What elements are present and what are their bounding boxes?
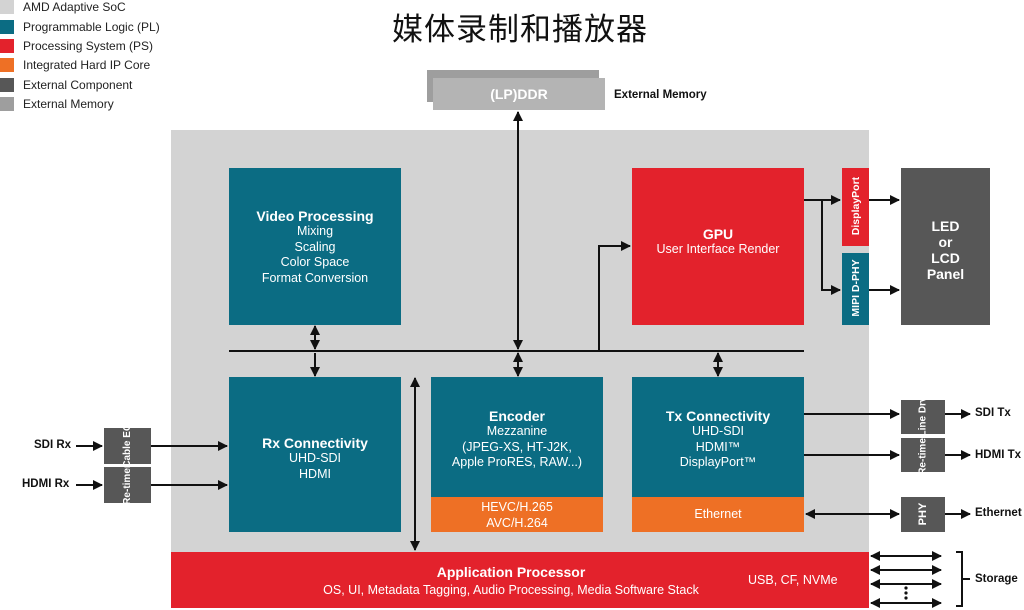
hard-ip-line: AVC/H.264: [486, 515, 548, 530]
rx-line: HDMI: [299, 466, 331, 481]
tx-connectivity-block: Tx Connectivity UHD-SDI HDMI™ DisplayPor…: [632, 377, 804, 497]
diagram-title: 媒体录制和播放器: [392, 12, 648, 48]
panel-line: LCD: [931, 250, 960, 266]
legend-swatch: [0, 39, 14, 53]
mipi-dphy-block: MIPI D-PHY: [842, 253, 869, 325]
legend-item-hard-ip: Integrated Hard IP Core: [0, 58, 150, 72]
legend-item-ps: Processing System (PS): [0, 39, 153, 53]
video-processing-line: Format Conversion: [261, 270, 369, 285]
legend-swatch: [0, 97, 14, 111]
legend-item-soc: AMD Adaptive SoC: [0, 0, 126, 14]
legend-swatch: [0, 78, 14, 92]
ethernet-hard-ip-block: Ethernet: [632, 497, 804, 532]
app-io-label: USB, CF, NVMe: [748, 573, 838, 587]
phy-block: PHY: [901, 497, 945, 532]
tx-title: Tx Connectivity: [665, 408, 771, 424]
video-processing-line: Scaling: [294, 239, 336, 254]
app-title: Application Processor: [436, 564, 586, 580]
tx-line: UHD-SDI: [691, 424, 745, 438]
legend-label: Integrated Hard IP Core: [23, 58, 151, 72]
encoder-hard-ip-block: HEVC/H.265 AVC/H.264: [431, 497, 603, 532]
display-panel: LED or LCD Panel: [901, 168, 990, 325]
legend-swatch: [0, 58, 14, 72]
gpu-block: GPU User Interface Render: [632, 168, 804, 325]
ethernet-label: Ethernet: [975, 507, 1022, 519]
storage-bracket: [956, 551, 963, 607]
ethernet-hard-ip-label: Ethernet: [694, 507, 742, 521]
legend-item-external-component: External Component: [0, 78, 132, 92]
gpu-mipi-link: [821, 200, 841, 295]
tx-line: DisplayPort™: [679, 455, 757, 469]
encoder-block: Encoder Mezzanine (JPEG-XS, HT-J2K, Appl…: [431, 377, 603, 497]
app-subtitle: OS, UI, Metadata Tagging, Audio Processi…: [323, 583, 699, 597]
tx-line: HDMI™: [695, 439, 741, 454]
encoder-line: (JPEG-XS, HT-J2K,: [462, 439, 572, 454]
legend-item-pl: Programmable Logic (PL): [0, 20, 160, 34]
legend-label: External Memory: [23, 97, 114, 111]
rx-connectivity-block: Rx Connectivity UHD-SDI HDMI: [229, 377, 401, 532]
cable-eq-block: Cable EQ: [104, 423, 151, 468]
rx-line: UHD-SDI: [288, 451, 342, 465]
panel-line: or: [938, 234, 953, 250]
video-processing-title: Video Processing: [256, 208, 374, 224]
gpu-subtitle: User Interface Render: [656, 242, 780, 256]
encoder-line: Apple ProRES, RAW...): [451, 455, 583, 469]
legend-label: External Component: [23, 78, 133, 92]
hdmi-tx-label: HDMI Tx: [975, 449, 1021, 461]
lpddr-memory: (LP)DDR: [433, 78, 605, 110]
legend-label: AMD Adaptive SoC: [23, 0, 126, 14]
tx-retimer-block: Re-timer: [901, 434, 945, 475]
legend-swatch: [0, 0, 14, 14]
rx-retimer-block: Re-timer: [104, 464, 151, 505]
sdi-rx-label: SDI Rx: [34, 439, 72, 451]
sdi-tx-label: SDI Tx: [975, 407, 1011, 419]
storage-ellipsis: [904, 586, 908, 600]
rx-title: Rx Connectivity: [262, 435, 368, 451]
application-processor-block: Application Processor OS, UI, Metadata T…: [171, 552, 869, 608]
external-memory-caption: External Memory: [614, 89, 707, 101]
hdmi-rx-label: HDMI Rx: [22, 478, 70, 490]
displayport-block: DisplayPort: [842, 168, 869, 246]
legend-swatch: [0, 20, 14, 34]
storage-label: Storage: [975, 573, 1018, 585]
video-processing-line: Mixing: [296, 224, 334, 238]
line-driver-block: Line Drv: [901, 397, 945, 437]
legend-label: Processing System (PS): [23, 39, 154, 53]
legend-label: Programmable Logic (PL): [23, 20, 160, 34]
panel-line: Panel: [926, 266, 965, 282]
video-processing-line: Color Space: [280, 255, 350, 269]
gpu-bus-link: [598, 241, 631, 351]
legend-item-external-memory: External Memory: [0, 97, 114, 111]
encoder-title: Encoder: [488, 408, 545, 424]
hard-ip-line: HEVC/H.265: [481, 500, 553, 514]
panel-line: LED: [931, 218, 960, 234]
encoder-line: Mezzanine: [486, 424, 548, 438]
gpu-title: GPU: [702, 226, 734, 242]
video-processing-block: Video Processing Mixing Scaling Color Sp…: [229, 168, 401, 325]
